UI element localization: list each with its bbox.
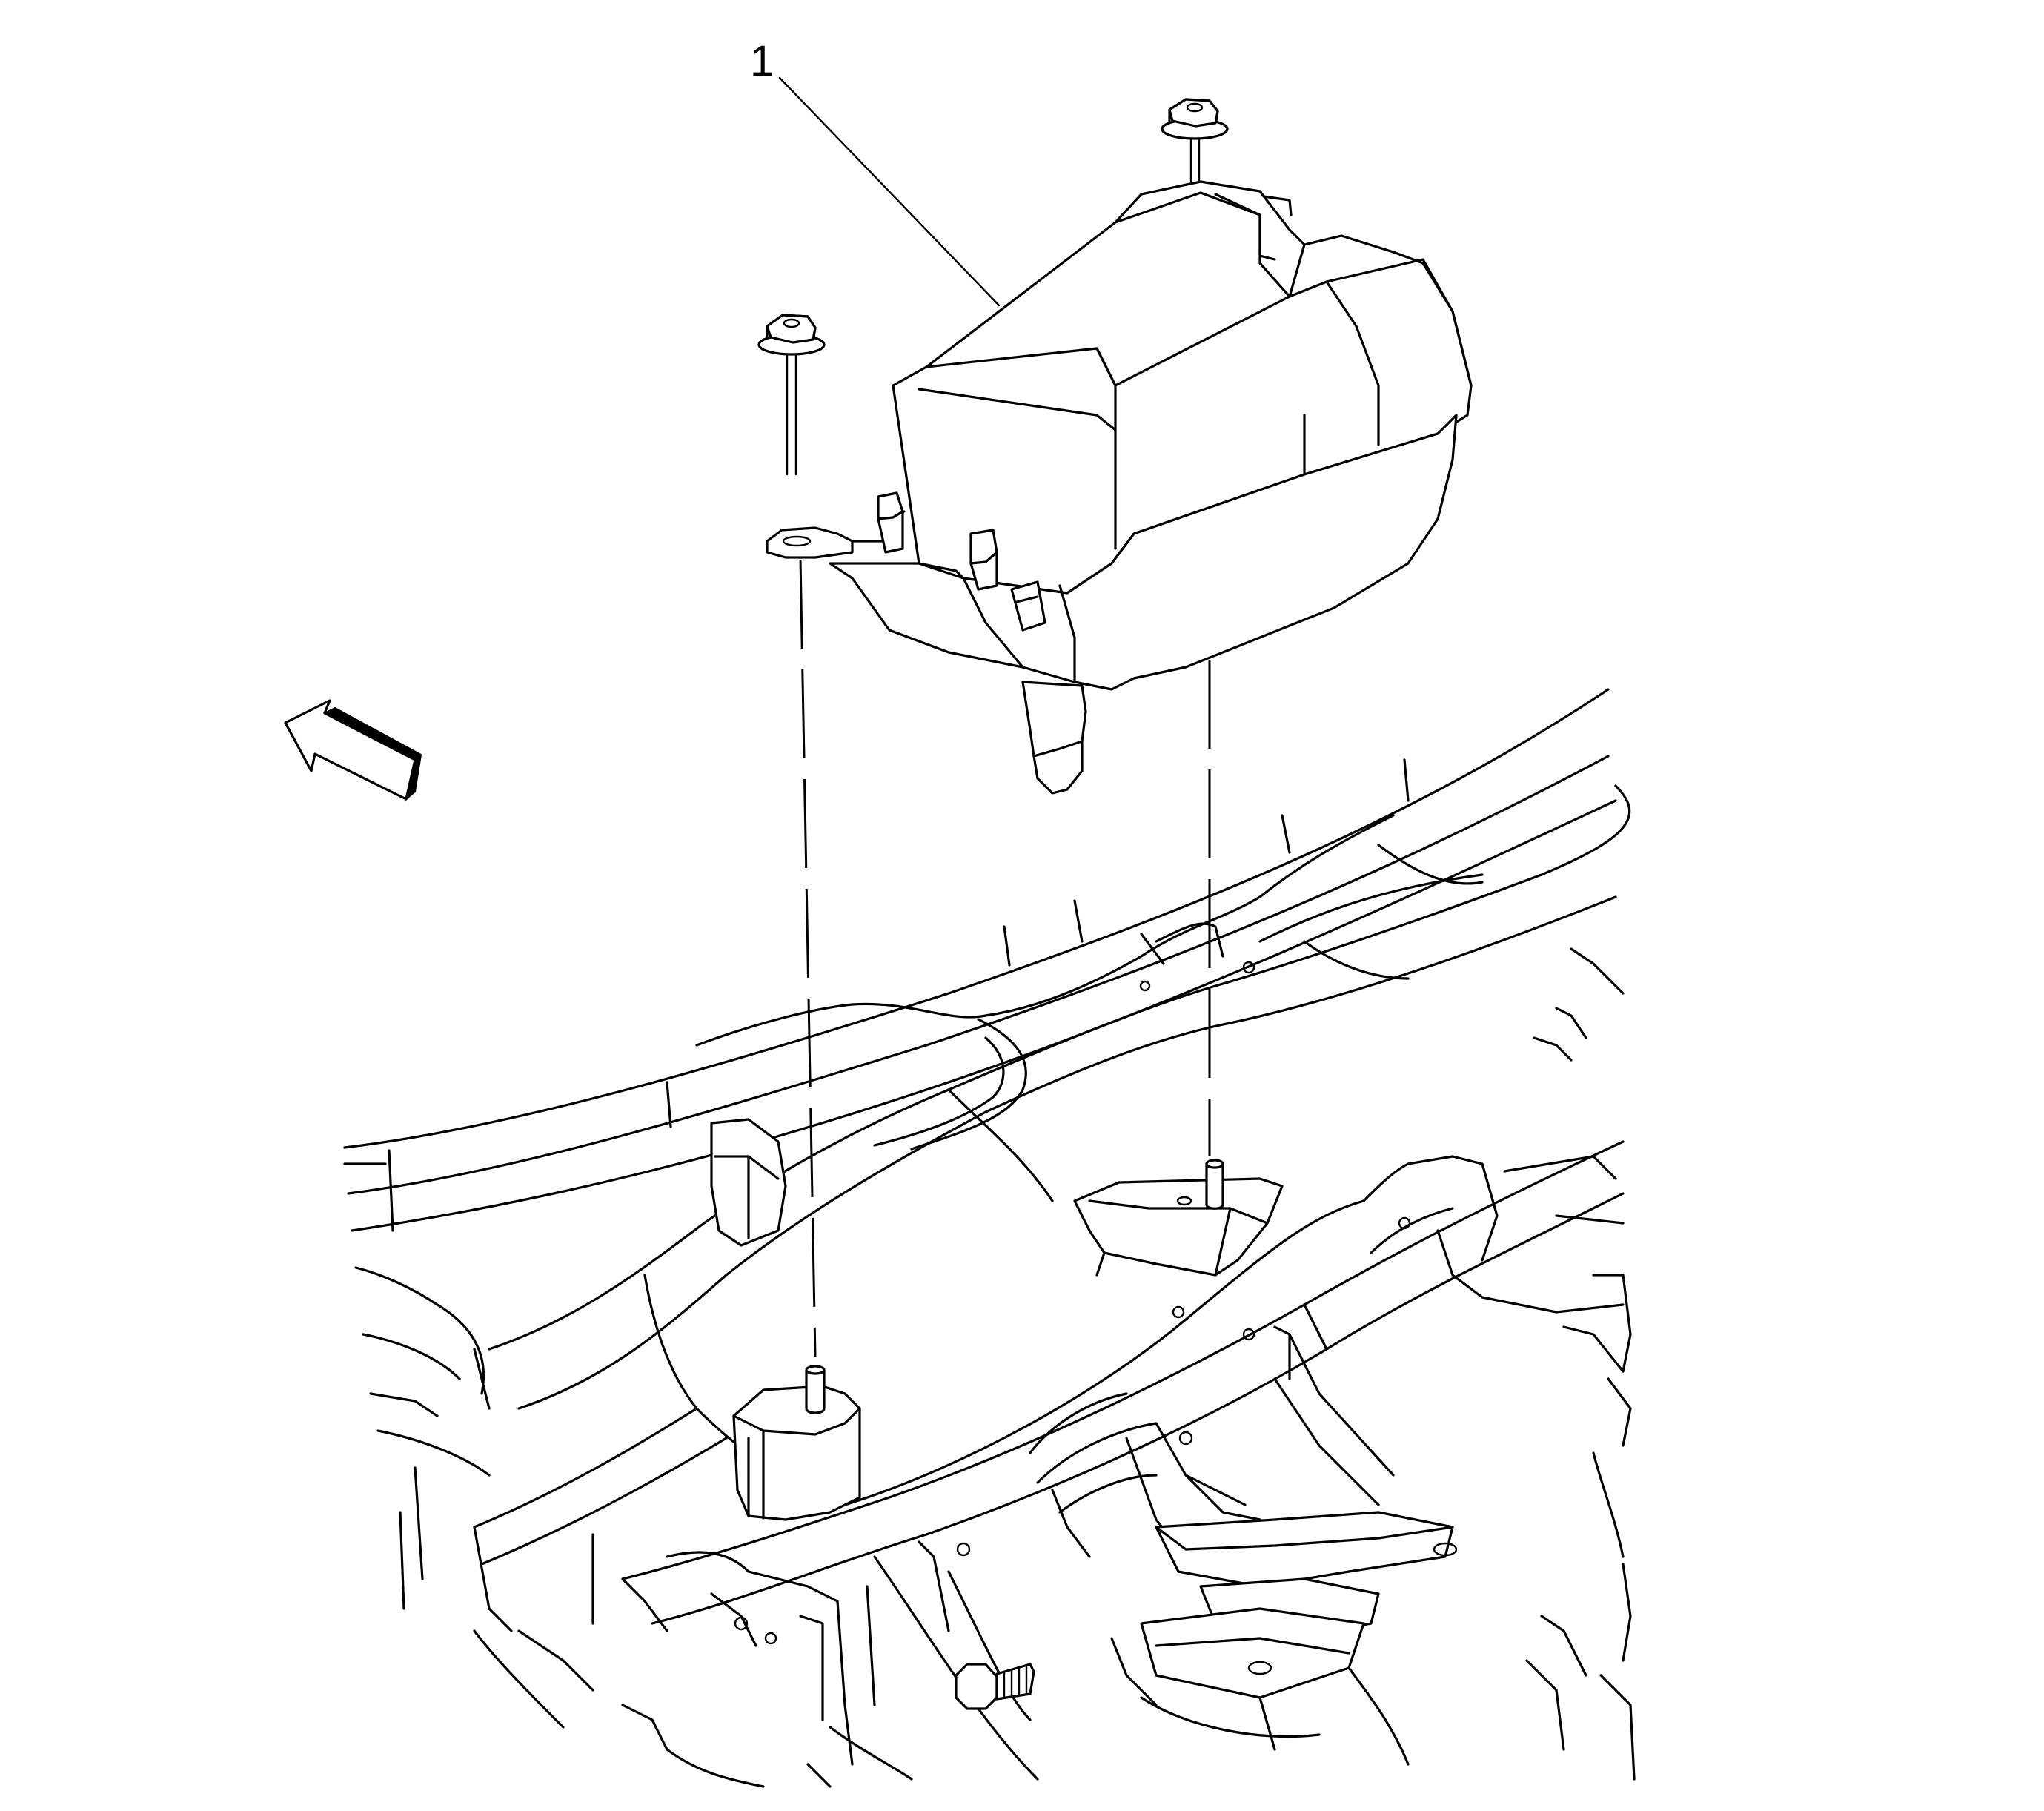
callout-label: 1 [750, 37, 774, 85]
frame-structure [343, 688, 1636, 1788]
hex-nut-icon [757, 314, 826, 476]
front-direction-arrow-icon [284, 699, 422, 801]
alignment-lines [799, 559, 1211, 1357]
hex-bolt-icon [955, 1663, 1035, 1710]
hex-nut-icon [1161, 98, 1229, 183]
reservoir [766, 180, 1473, 795]
callout-leader-line [778, 76, 1001, 307]
callout-1: 1 [750, 37, 1001, 307]
